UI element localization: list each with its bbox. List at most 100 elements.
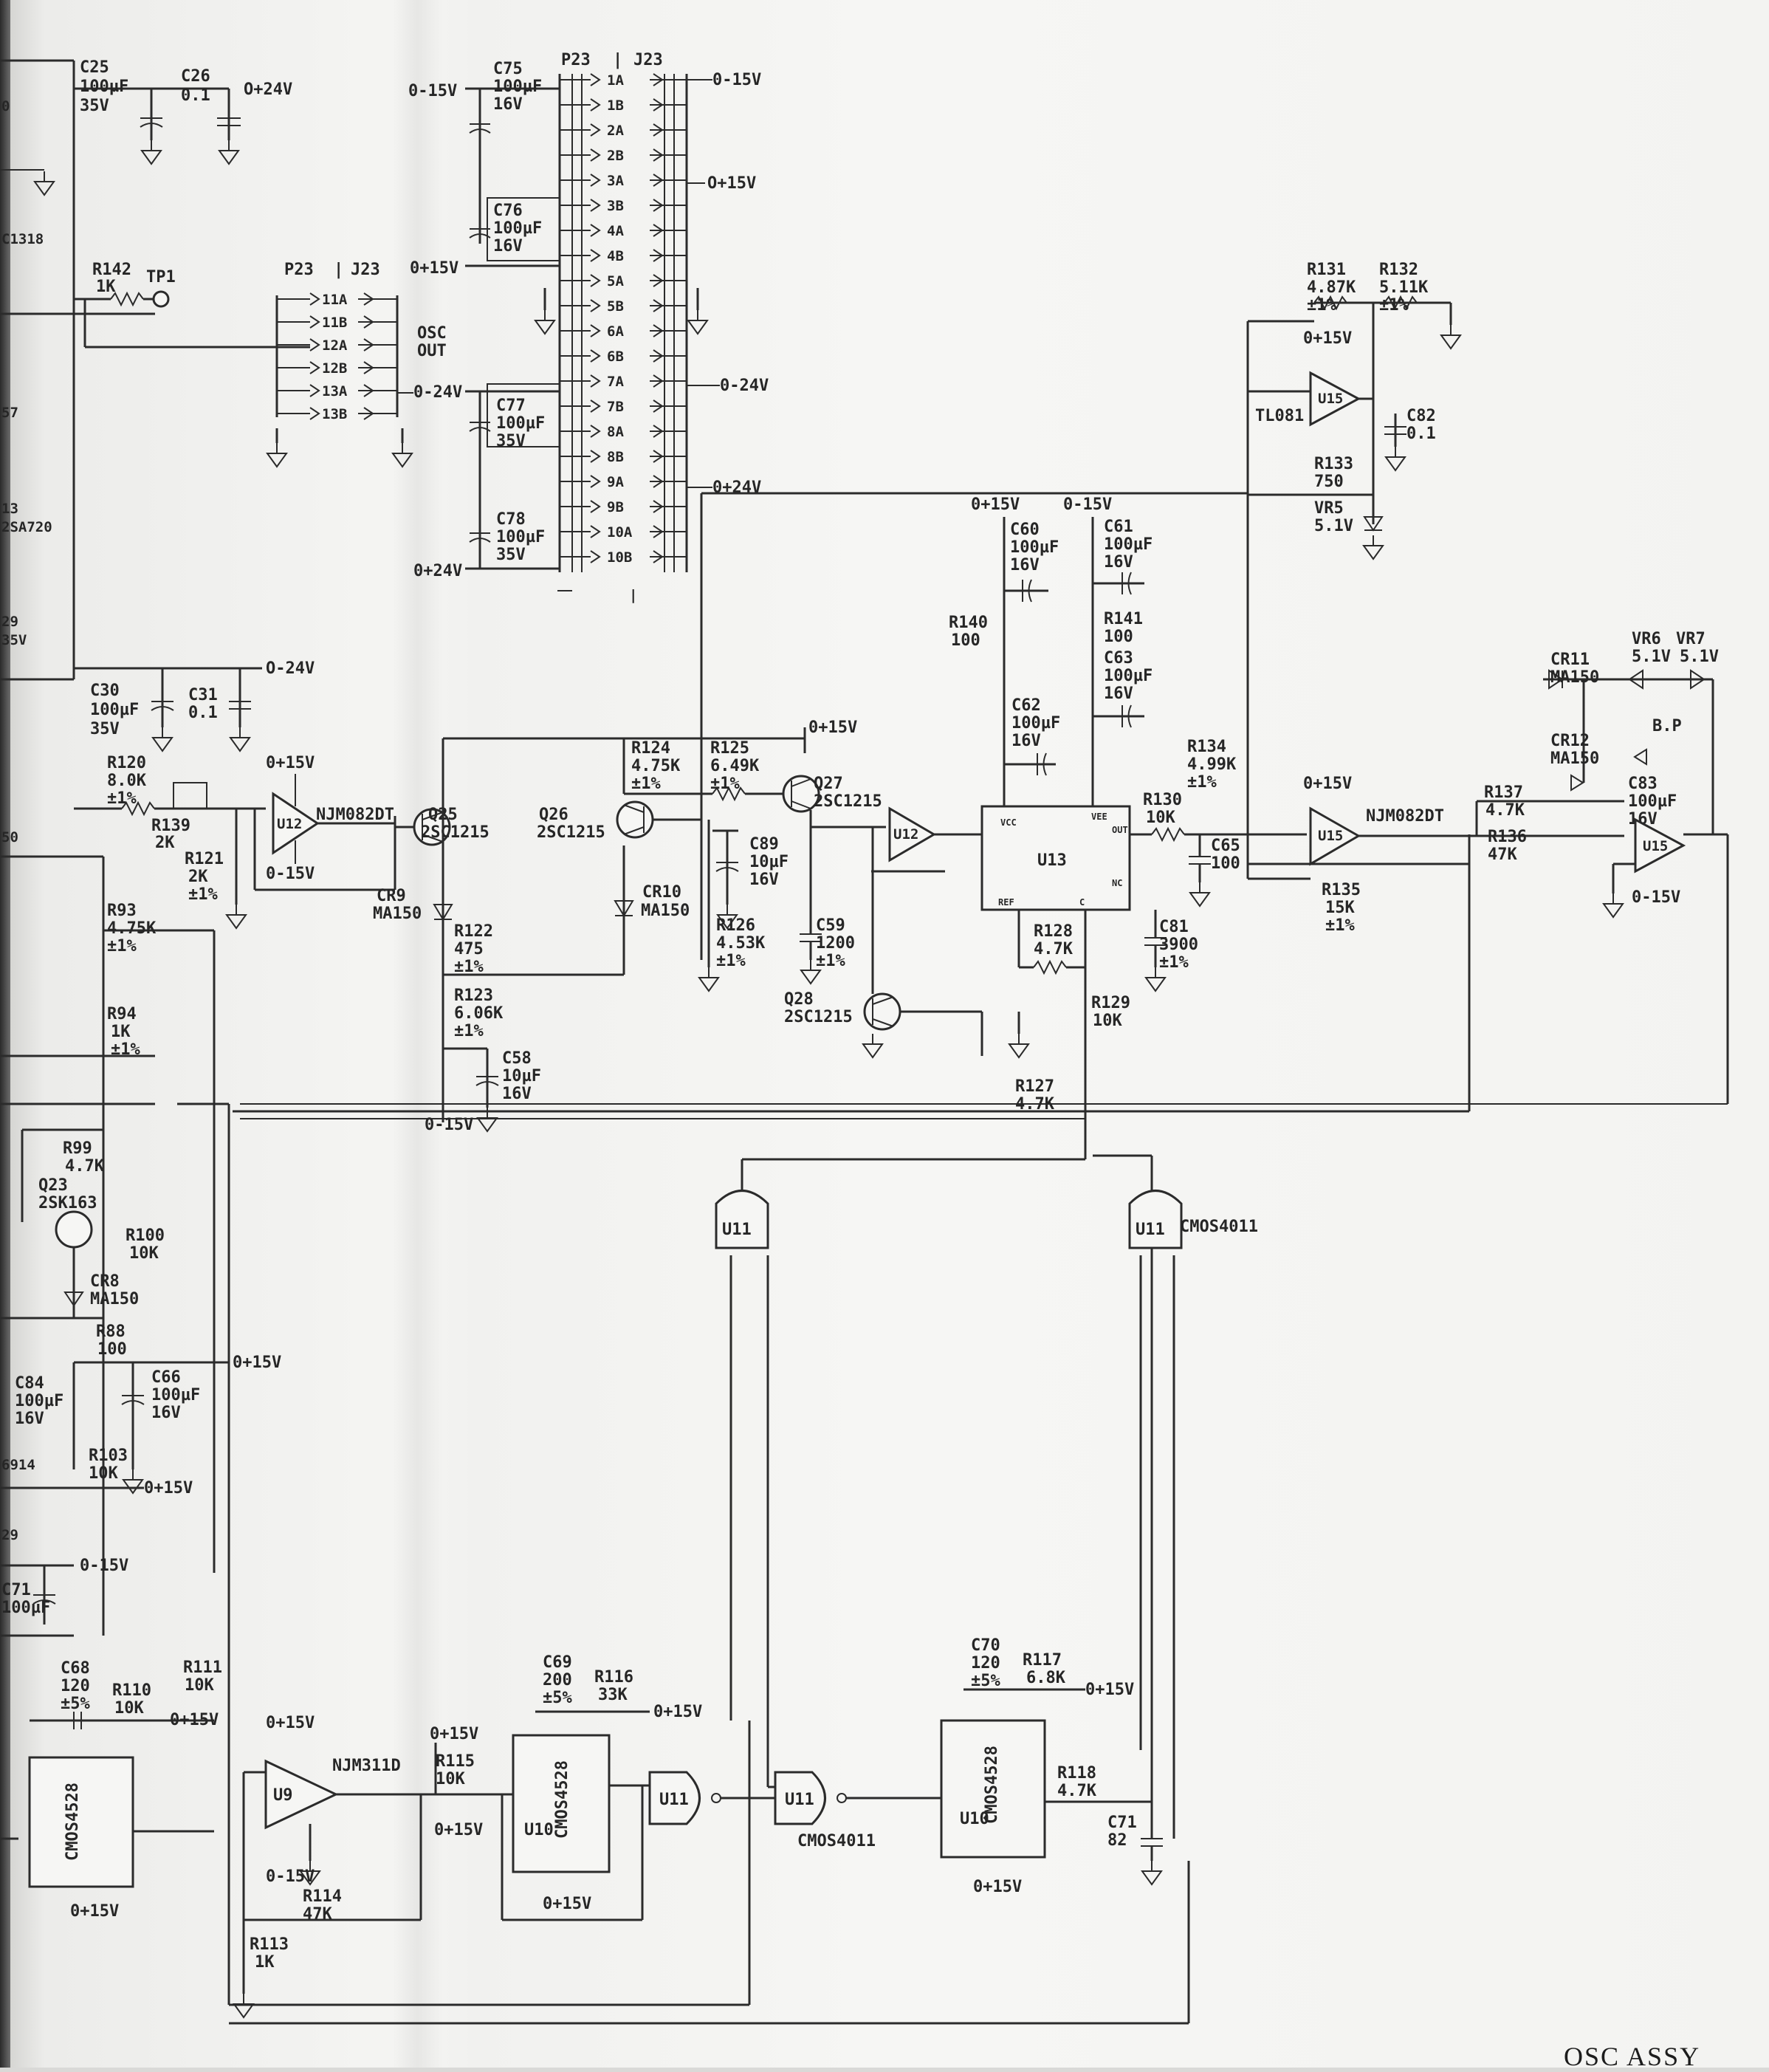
c26-value: 0.1 bbox=[181, 86, 210, 105]
u13-pin-vee: VEE bbox=[1091, 812, 1107, 822]
r93-tolerance: ±1% bbox=[107, 937, 137, 956]
pin-11b: 11B bbox=[322, 315, 347, 331]
c58-ref: C58 bbox=[502, 1049, 532, 1068]
scan-edge-shadow bbox=[0, 0, 10, 2068]
c89-value: 10µF bbox=[749, 853, 789, 871]
pin-1a: 1A bbox=[607, 72, 624, 89]
pin-2b: 2B bbox=[607, 148, 624, 164]
u13-pin-c: C bbox=[1079, 897, 1085, 908]
c62-ref: C62 bbox=[1011, 696, 1041, 715]
cr12-type: MA150 bbox=[1550, 749, 1599, 768]
r131-value: 4.87K bbox=[1307, 278, 1356, 297]
r120-value: 8.0K bbox=[107, 772, 147, 790]
r124-tolerance: ±1% bbox=[631, 775, 661, 793]
r99-value: 4.7K bbox=[65, 1157, 105, 1176]
u13-chip bbox=[980, 805, 1131, 911]
drawing-title: OSC ASSY bbox=[1564, 2042, 1701, 2071]
bottom-right-oneshot: C70 120 ±5% R117 6.8K 0+15V U10 CMOS4528… bbox=[908, 1189, 1163, 1896]
c31-ref: C31 bbox=[188, 686, 218, 704]
r124-value: 4.75K bbox=[631, 757, 681, 775]
c84-value: 100µF bbox=[15, 1392, 63, 1410]
pin-8a: 8A bbox=[607, 424, 624, 440]
pin-6b: 6B bbox=[607, 349, 624, 365]
rail-label-p15-u9: 0+15V bbox=[266, 1714, 315, 1732]
njm311d-label: NJM311D bbox=[332, 1757, 401, 1775]
q26-type: 2SC1215 bbox=[537, 823, 605, 842]
r132-ref: R132 bbox=[1379, 261, 1418, 279]
pin-3b: 3B bbox=[607, 198, 624, 214]
u10-center-ref: U10 bbox=[524, 1821, 554, 1839]
osc-out-label-2: OUT bbox=[417, 342, 447, 360]
c71b-value: 100µF bbox=[1, 1599, 50, 1617]
c68-tolerance: ±5% bbox=[61, 1695, 90, 1713]
c78-ref: C78 bbox=[496, 510, 526, 529]
rail-label-m15-u9: 0-15V bbox=[266, 1867, 315, 1886]
r120-tolerance: ±1% bbox=[107, 789, 137, 808]
c81-tolerance: ±1% bbox=[1159, 953, 1189, 972]
c76-voltage: 16V bbox=[493, 237, 523, 255]
r134-tolerance: ±1% bbox=[1187, 773, 1217, 792]
rail-label-p15-u15: 0+15V bbox=[1303, 329, 1352, 348]
u10-center-type: CMOS4528 bbox=[553, 1760, 571, 1839]
c68-ref: C68 bbox=[61, 1659, 90, 1678]
r130-ref: R130 bbox=[1143, 791, 1182, 809]
r127-value: 4.7K bbox=[1015, 1095, 1055, 1114]
p23-divider-upper: | bbox=[613, 51, 622, 69]
r118-ref: R118 bbox=[1057, 1764, 1096, 1783]
q27-type: 2SC1215 bbox=[814, 792, 882, 811]
u13-pin-nc: NC bbox=[1112, 878, 1122, 888]
q23-transistor bbox=[55, 1210, 93, 1249]
r118-value: 4.7K bbox=[1057, 1782, 1097, 1800]
r123-value: 6.06K bbox=[454, 1004, 504, 1023]
c66-ref: C66 bbox=[151, 1368, 181, 1387]
pin-9b: 9B bbox=[607, 499, 624, 515]
rail-label-p24-c: 0+24V bbox=[413, 562, 462, 580]
c83-ref: C83 bbox=[1628, 775, 1658, 793]
c25-voltage: 35V bbox=[80, 97, 109, 115]
rail-label-m15-a: 0-15V bbox=[712, 71, 761, 89]
r110-value: 10K bbox=[114, 1699, 144, 1718]
c69-tolerance: ±5% bbox=[543, 1689, 572, 1707]
r129-value: 10K bbox=[1093, 1012, 1122, 1030]
r122-tolerance: ±1% bbox=[454, 958, 484, 976]
rail-label-p15-u10d: 0+15V bbox=[973, 1878, 1022, 1896]
j23-label-lower: J23 bbox=[351, 261, 380, 279]
u10-right-ref: U10 bbox=[960, 1810, 989, 1828]
r141-value: 100 bbox=[1104, 628, 1133, 646]
r139-ref: R139 bbox=[151, 817, 190, 835]
c75-value: 100µF bbox=[493, 78, 542, 96]
u11-d-label: U11 bbox=[1136, 1221, 1165, 1239]
c82-value: 0.1 bbox=[1406, 425, 1436, 443]
q26-transistor bbox=[616, 800, 654, 839]
c65-ref: C65 bbox=[1211, 837, 1240, 855]
r131-ref: R131 bbox=[1307, 261, 1346, 279]
r126-value: 4.53K bbox=[716, 934, 766, 953]
rail-label-m15-c58: 0-15V bbox=[425, 1116, 473, 1134]
u13-pin-out: OUT bbox=[1112, 825, 1128, 835]
c77-ref: C77 bbox=[496, 397, 526, 415]
r142-value: 1K bbox=[96, 278, 116, 296]
u14-opamp-a bbox=[1309, 806, 1361, 866]
cr10-type: MA150 bbox=[641, 902, 690, 920]
u15-opamp bbox=[1309, 371, 1361, 427]
r135-ref: R135 bbox=[1322, 881, 1361, 899]
r128-value: 4.7K bbox=[1034, 940, 1074, 958]
tl081-label: TL081 bbox=[1255, 407, 1304, 425]
c71-value: 82 bbox=[1107, 1831, 1127, 1850]
q23-type: 2SK163 bbox=[38, 1194, 97, 1212]
rail-label-p15-u10a: 0+15V bbox=[70, 1902, 119, 1921]
rail-label-m24-b: 0-24V bbox=[413, 383, 462, 402]
r93-ref: R93 bbox=[107, 902, 137, 920]
q28-type: 2SC1215 bbox=[784, 1008, 853, 1026]
c70-tolerance: ±5% bbox=[971, 1672, 1000, 1690]
u14-opamp-b bbox=[1634, 817, 1686, 874]
vr7-ref: VR7 bbox=[1676, 630, 1706, 648]
c69-value: 200 bbox=[543, 1671, 572, 1689]
r141-ref: R141 bbox=[1104, 610, 1143, 628]
connector-pins-left: 11A 11B 12A 12B 13A 13B bbox=[277, 292, 397, 422]
edge-label-57: 57 bbox=[1, 405, 18, 421]
connector-p23-j23-upper: P23 | J23 1A1B2A2B3A3B4A4B5A5B6A6B7A7B8A… bbox=[408, 51, 769, 603]
bp-label: B.P bbox=[1652, 717, 1682, 735]
u10-left-chip bbox=[28, 1756, 134, 1888]
